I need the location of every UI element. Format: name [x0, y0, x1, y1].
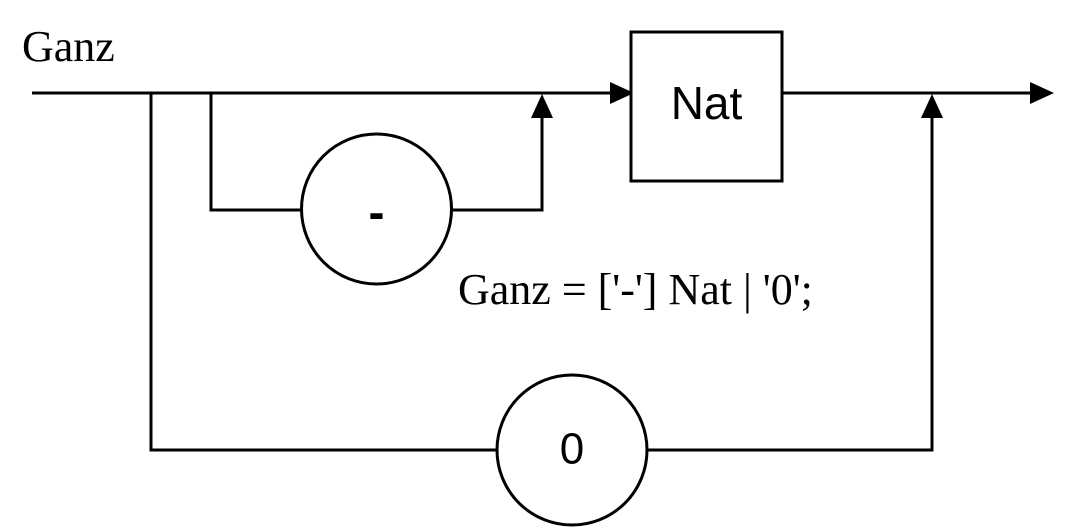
- minus-terminal-circle: [300, 132, 453, 286]
- diagram-title: Ganz: [22, 22, 115, 71]
- zero-terminal-circle: [495, 373, 649, 527]
- grammar-rule: Ganz = ['-'] Nat | '0';: [458, 265, 813, 314]
- arrow-zero-rejoin: [921, 94, 943, 118]
- nat-nonterminal-box: [629, 30, 784, 183]
- nat-label: Nat: [671, 77, 743, 129]
- minus-branch-right: [452, 116, 544, 212]
- minus-terminal-label: -: [369, 187, 385, 240]
- arrow-minus-rejoin: [531, 94, 553, 118]
- zero-terminal-label: 0: [560, 425, 584, 474]
- arrow-exit: [1030, 82, 1054, 104]
- minus-branch-left: [209, 93, 301, 212]
- zero-branch-right: [647, 116, 934, 452]
- arrow-into-nat: [610, 82, 634, 104]
- zero-branch-left: [149, 93, 497, 452]
